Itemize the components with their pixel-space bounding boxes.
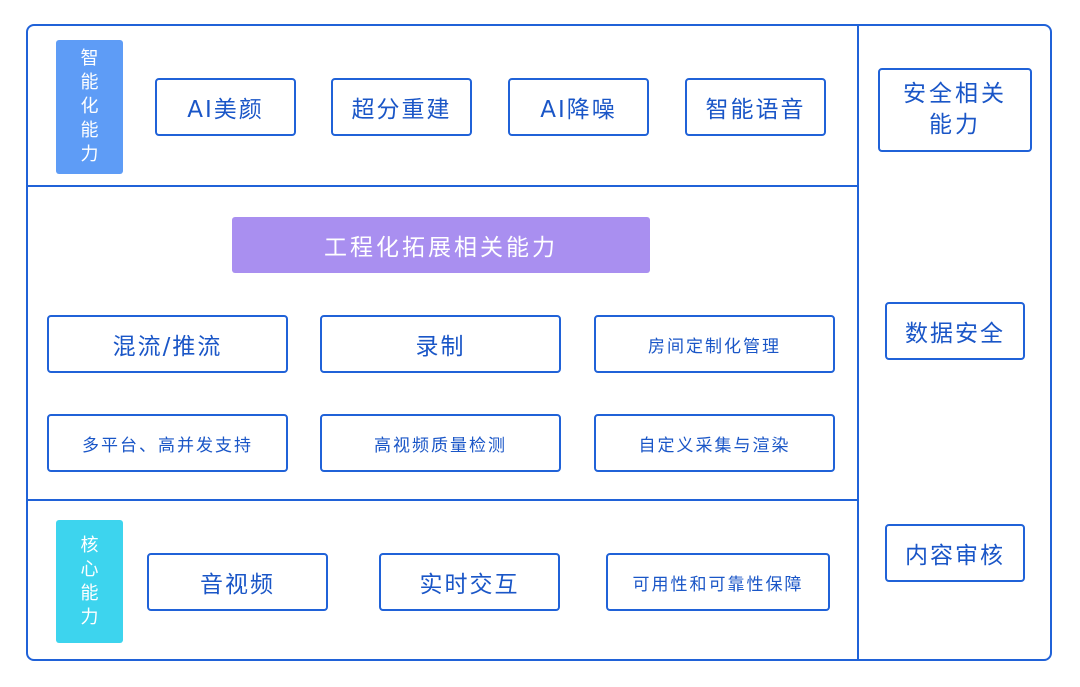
room-customization-box: 房间定制化管理: [594, 315, 835, 373]
security-header-line2: 能力: [929, 112, 981, 138]
tag-char: 力: [80, 606, 99, 628]
custom-capture-render-box: 自定义采集与渲染: [594, 414, 835, 472]
section-divider-top: [26, 185, 859, 187]
security-capability-box: 安全相关 能力: [878, 68, 1032, 152]
architecture-frame: [26, 24, 1052, 661]
security-divider: [857, 24, 859, 661]
tag-char: 心: [80, 558, 99, 580]
engineering-banner: 工程化拓展相关能力: [232, 217, 650, 273]
tag-char: 智: [80, 48, 99, 69]
tag-char: 能: [80, 120, 99, 141]
security-header-line1: 安全相关: [903, 81, 1007, 107]
tag-char: 力: [80, 144, 99, 165]
data-security-box: 数据安全: [885, 302, 1025, 360]
multi-platform-box: 多平台、高并发支持: [47, 414, 288, 472]
tag-char: 能: [80, 582, 99, 604]
mix-push-stream-box: 混流/推流: [47, 315, 288, 373]
content-review-box: 内容审核: [885, 524, 1025, 582]
tag-char: 化: [80, 96, 99, 117]
ai-denoise-box: AI降噪: [508, 78, 649, 136]
smart-voice-box: 智能语音: [685, 78, 826, 136]
availability-reliability-box: 可用性和可靠性保障: [606, 553, 830, 611]
super-resolution-box: 超分重建: [331, 78, 472, 136]
realtime-interaction-box: 实时交互: [379, 553, 560, 611]
audio-video-box: 音视频: [147, 553, 328, 611]
tag-char: 能: [80, 72, 99, 93]
section-divider-bottom: [26, 499, 859, 501]
core-capability-tag: 核 心 能 力: [56, 520, 123, 643]
intelligent-capability-tag: 智 能 化 能 力: [56, 40, 123, 174]
recording-box: 录制: [320, 315, 561, 373]
ai-beauty-box: AI美颜: [155, 78, 296, 136]
video-quality-box: 高视频质量检测: [320, 414, 561, 472]
tag-char: 核: [80, 534, 99, 556]
